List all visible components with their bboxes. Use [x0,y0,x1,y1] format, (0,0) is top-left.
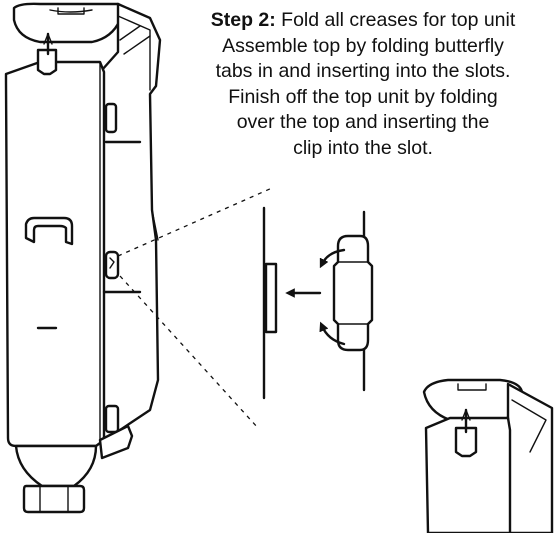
zoom-callout [117,187,273,429]
assembled-tower-illustration [4,2,162,514]
instruction-line-4: Finish off the top unit by folding [228,85,498,108]
finished-clip-tip [461,409,471,421]
instruction-line-3: tabs in and inserting into the slots. [215,60,511,82]
side-flap-crease-3 [123,35,151,55]
side-clip-middle-detail [109,257,115,269]
lid-rim [49,9,93,13]
detail-slot [264,262,278,334]
fold-arrow-bottom [319,321,346,346]
finished-front-panel [424,416,512,533]
finished-top-unit [422,378,554,533]
finished-side-flap [506,382,554,533]
tab-insertion-detail [262,206,374,400]
tower-side-flap [100,2,162,444]
fold-arrow-top [319,248,346,269]
instruction-line-1: Step 2: Fold all creases for top unit [168,8,558,34]
step-heading: Step 2: [210,9,276,31]
top-butterfly-tab [36,48,58,76]
callout-line-lower [119,275,259,429]
side-clip-bottom [104,404,120,434]
tower-bottom-funnel [14,444,98,488]
side-flap-crease-1 [117,15,151,91]
bottom-side-flap [98,424,134,460]
finished-clip [454,426,478,458]
tower-top-lid [12,2,124,44]
step-instructions: Step 2: Fold all creases for top unit As… [168,8,558,161]
detail-tab [332,234,374,352]
instruction-line-5: over the top and inserting the [236,111,490,133]
tower-front-panel [4,60,106,448]
side-flap-crease-2 [119,25,141,41]
side-flap-crease-4 [151,209,159,241]
lid-slot [57,7,85,15]
instruction-text-1: Fold all creases for top unit [275,9,516,31]
instruction-line-6: clip into the slot. [293,136,433,159]
handle-slot [24,216,74,246]
instruction-line-2: Assemble top by folding butterfly [222,34,504,57]
finished-lid-slot [457,383,487,391]
side-clip-top [104,102,118,134]
finished-flap-crease [511,399,547,453]
callout-line-upper [117,187,273,257]
tower-bottom-spout [22,484,86,514]
